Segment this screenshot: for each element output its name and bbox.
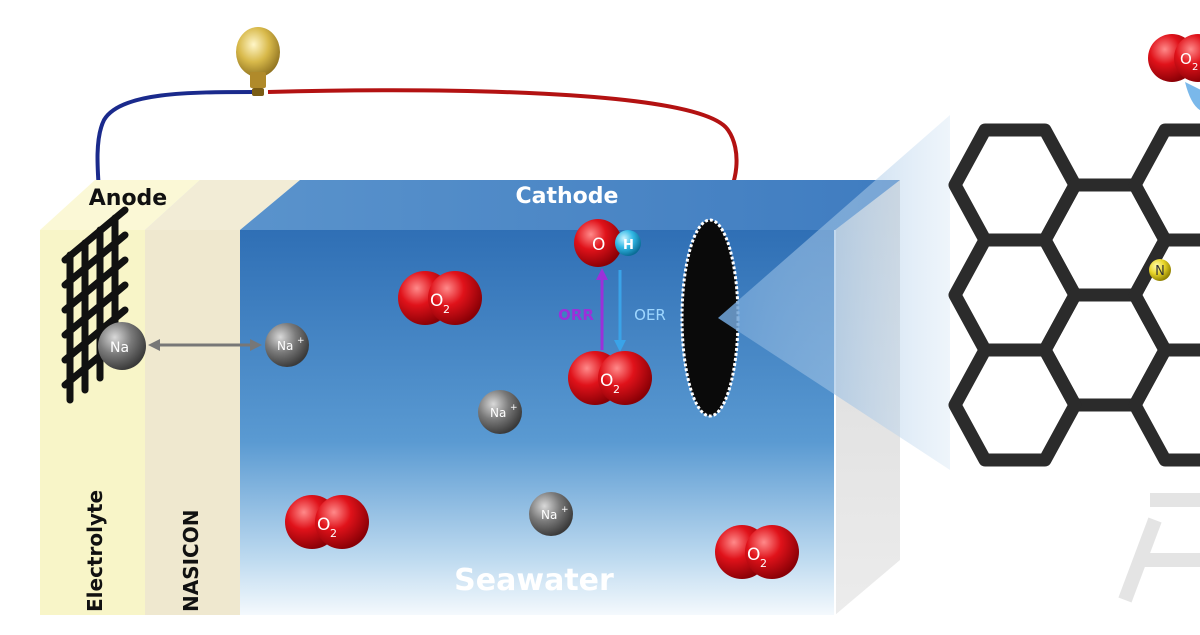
- svg-text:O: O: [600, 371, 613, 391]
- svg-text:2: 2: [443, 303, 450, 316]
- anode-label: Anode: [89, 186, 167, 211]
- svg-text:2: 2: [760, 557, 767, 570]
- svg-text:ORR: ORR: [558, 306, 594, 324]
- o2-molecule: O 2: [715, 525, 799, 579]
- na-plus-ion: Na +: [265, 323, 309, 367]
- graphene-lattice-icon: [948, 123, 1200, 467]
- nasicon-face: [145, 230, 240, 615]
- svg-text:O: O: [430, 291, 443, 311]
- svg-text:2: 2: [1192, 62, 1198, 73]
- light-bulb-icon: [236, 27, 280, 96]
- electrolyte-label: Electrolyte: [83, 490, 107, 612]
- svg-text:2: 2: [330, 527, 337, 540]
- seawater-label: Seawater: [454, 563, 614, 598]
- o2-molecule-adsorbed: O 2: [1148, 34, 1200, 111]
- watermark-logo-icon: [1118, 493, 1200, 603]
- svg-text:O: O: [317, 515, 330, 535]
- svg-text:N: N: [1155, 264, 1165, 279]
- cathode-label: Cathode: [516, 184, 619, 209]
- svg-text:Na: Na: [110, 340, 129, 356]
- na-transport-arrow: [148, 339, 262, 351]
- na-plus-ion: Na +: [478, 390, 522, 434]
- svg-text:O: O: [747, 545, 760, 565]
- zoom-beam: [718, 115, 950, 470]
- svg-text:+: +: [297, 336, 305, 346]
- seawater-top: [240, 180, 900, 230]
- svg-text:2: 2: [613, 383, 620, 396]
- na-atom: Na: [98, 322, 146, 370]
- electrolyte-compartment: [40, 180, 200, 230]
- svg-text:+: +: [510, 403, 518, 413]
- svg-text:Na: Na: [490, 406, 506, 420]
- cathode-wire: [267, 88, 739, 207]
- anode-wire: [95, 90, 256, 206]
- o2-molecule: O 2: [568, 351, 652, 405]
- svg-text:Na: Na: [277, 339, 293, 353]
- nitrogen-atom: N: [1149, 259, 1171, 281]
- o2-molecule: O 2: [285, 495, 369, 549]
- o2-molecule: O 2: [398, 271, 482, 325]
- svg-text:H: H: [623, 238, 634, 253]
- orr-arrow: ORR: [558, 268, 608, 350]
- nasicon-label: NASICON: [179, 510, 203, 612]
- oh-molecule: O H: [574, 219, 641, 267]
- na-plus-ion: Na +: [529, 492, 573, 536]
- svg-text:+: +: [561, 505, 569, 515]
- svg-text:O: O: [592, 235, 605, 255]
- oer-arrow: OER: [614, 270, 666, 352]
- svg-text:O: O: [1180, 50, 1192, 68]
- svg-text:Na: Na: [541, 508, 557, 522]
- nasicon-top: [145, 180, 300, 230]
- electrolyte-face: [40, 230, 145, 615]
- svg-text:OER: OER: [634, 306, 666, 324]
